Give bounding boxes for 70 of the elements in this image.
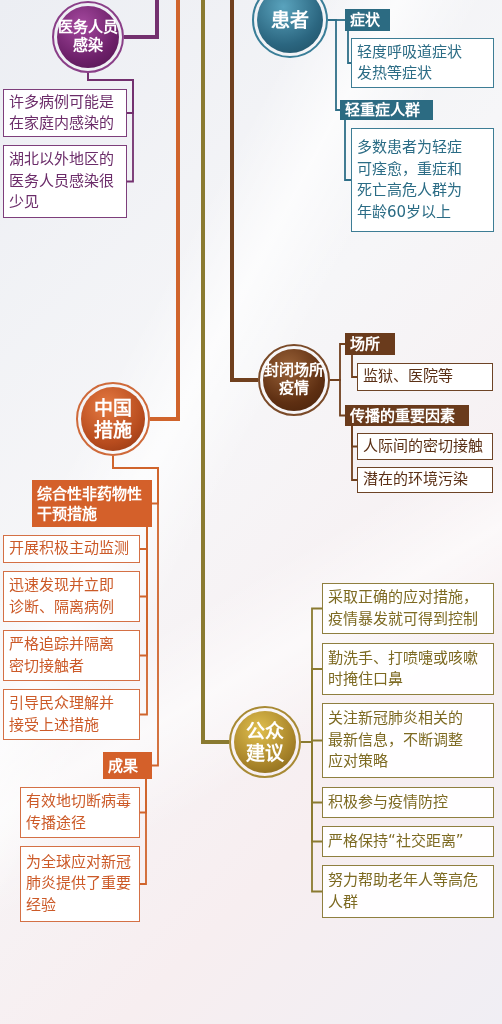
subtopic-text: 症状 <box>350 10 380 30</box>
detail-card <box>322 643 494 695</box>
detail-text: 有效地切断病毒传播途径 <box>26 791 132 834</box>
detail-card <box>3 571 140 622</box>
subtopic-banner <box>103 752 152 779</box>
connector-line <box>150 0 180 421</box>
subtopic-text: 成果 <box>108 755 138 776</box>
detail-card <box>3 630 140 681</box>
subtopic-text: 轻重症人群 <box>345 100 420 120</box>
connector-line <box>327 19 341 111</box>
connector-line <box>347 30 352 64</box>
detail-card <box>20 846 140 922</box>
topic-title: 医务人员感染 <box>57 19 119 55</box>
detail-card <box>357 467 493 493</box>
topic-circle <box>252 0 328 58</box>
subtopic-banner <box>340 100 433 120</box>
connector-line <box>139 778 147 885</box>
detail-text: 为全球应对新冠肺炎提供了重要经验 <box>26 851 132 916</box>
detail-text: 严格保持“社交距离” <box>328 830 464 852</box>
connector-line <box>87 72 134 183</box>
detail-card <box>322 703 494 778</box>
subtopic-banner <box>32 480 152 527</box>
connector-line <box>139 526 148 716</box>
detail-text: 轻度呼吸道症状发热等症状 <box>357 41 463 84</box>
detail-card <box>322 865 494 918</box>
detail-card <box>20 787 140 838</box>
connector-line <box>201 0 229 744</box>
detail-card <box>3 535 140 563</box>
detail-card <box>351 38 494 88</box>
detail-text: 迅速发现并立即诊断、隔离病例 <box>9 575 115 618</box>
connector-line <box>112 455 159 767</box>
detail-card <box>322 583 494 634</box>
subtopic-text: 综合性非药物性干预措施 <box>37 483 143 524</box>
detail-card <box>3 689 140 740</box>
topic-title: 封闭场所疫情 <box>263 362 325 398</box>
connector-line <box>344 119 352 181</box>
connector-line <box>124 0 159 39</box>
detail-card <box>351 128 494 232</box>
detail-card <box>357 363 493 391</box>
detail-text: 勤洗手、打喷嚏或咳嗽时掩住口鼻 <box>328 647 479 690</box>
detail-text: 开展积极主动监测 <box>9 538 129 560</box>
detail-card <box>357 433 493 460</box>
detail-text: 监狱、医院等 <box>363 366 453 388</box>
topic-title: 公众建议 <box>245 719 285 765</box>
subtopic-banner <box>345 333 395 355</box>
topic-title: 患者 <box>271 8 309 32</box>
detail-text: 湖北以外地区的医务人员感染很少见 <box>9 149 115 214</box>
detail-text: 许多病例可能是在家庭内感染的 <box>9 91 115 134</box>
subtopic-banner <box>345 405 469 426</box>
detail-text: 关注新冠肺炎相关的最新信息，不断调整应对策略 <box>328 708 464 773</box>
detail-text: 引导民众理解并接受上述措施 <box>9 693 115 736</box>
detail-text: 潜在的环境污染 <box>363 469 468 491</box>
detail-text: 积极参与疫情防控 <box>328 791 448 813</box>
subtopic-text: 场所 <box>350 334 380 354</box>
detail-text: 采取正确的应对措施，疫情暴发就可得到控制 <box>328 587 479 630</box>
detail-card <box>322 826 494 857</box>
subtopic-text: 传播的重要因素 <box>350 405 455 426</box>
connector-line <box>329 379 346 417</box>
connector-line <box>230 0 258 382</box>
detail-card <box>3 145 127 218</box>
topic-title: 中国措施 <box>93 396 133 442</box>
detail-text: 努力帮助老年人等高危人群 <box>328 870 479 913</box>
detail-text: 多数患者为轻症可痊愈，重症和死亡高危人群为年龄60岁以上 <box>357 137 463 223</box>
detail-card <box>322 787 494 818</box>
subtopic-banner <box>345 9 390 31</box>
detail-text: 人际间的密切接触 <box>363 435 483 457</box>
detail-text: 严格追踪并隔离密切接触者 <box>9 634 115 677</box>
connector-line <box>351 425 358 481</box>
connector-line <box>351 354 358 378</box>
detail-card <box>3 89 127 137</box>
